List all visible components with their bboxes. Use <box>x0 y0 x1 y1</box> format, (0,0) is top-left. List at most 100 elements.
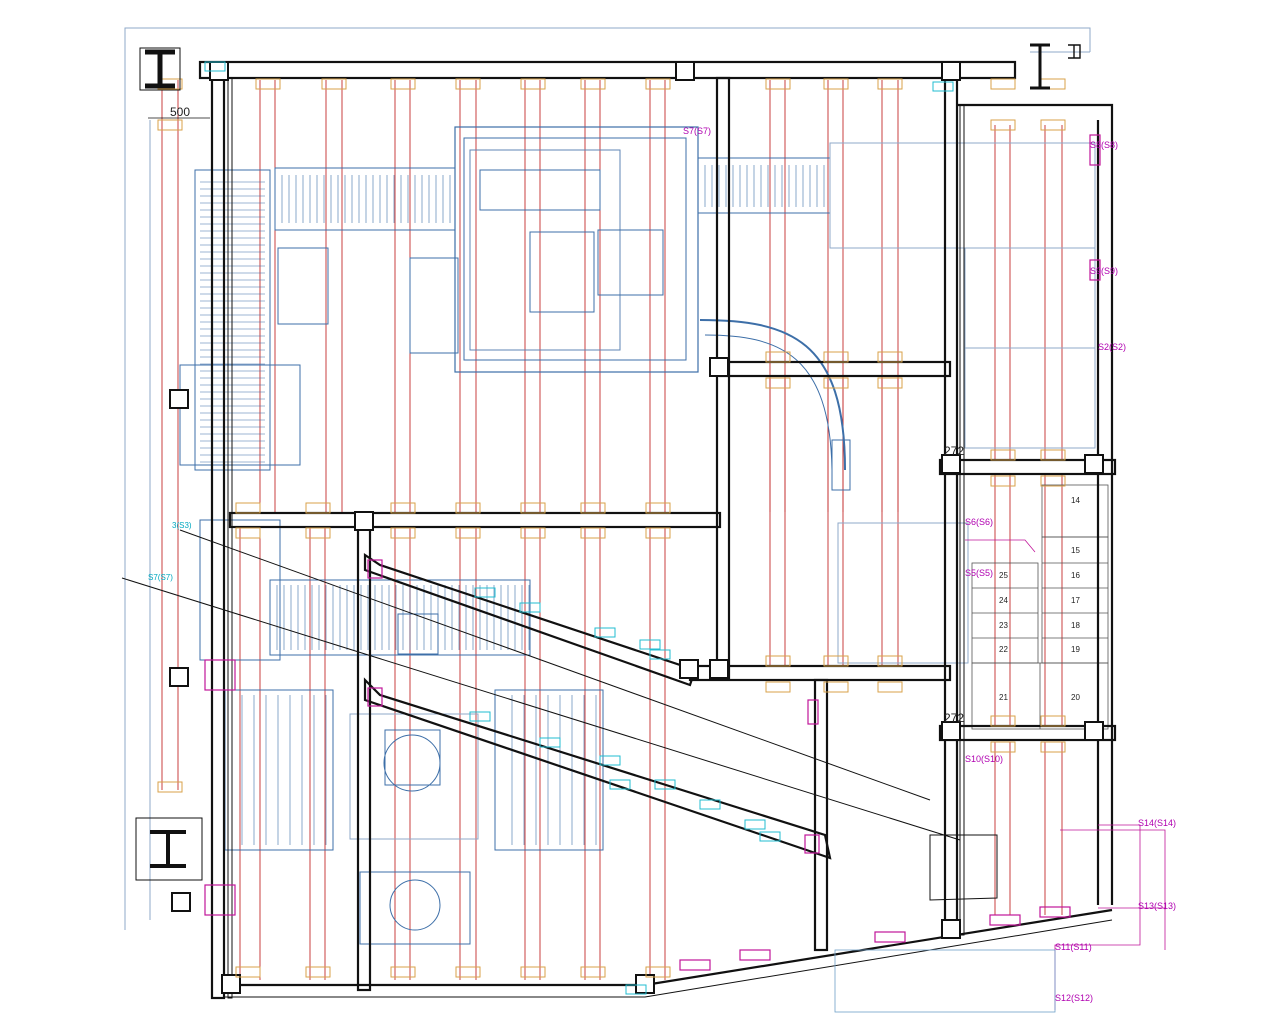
base-plate <box>455 966 481 978</box>
column-node <box>171 892 191 912</box>
support-label: S5(S5) <box>965 568 993 578</box>
steel-beams <box>121 60 1117 1000</box>
base-plate <box>823 681 849 693</box>
h-beam-symbol-icon <box>1030 43 1081 90</box>
slot-number: 16 <box>1071 571 1080 580</box>
column-node <box>941 454 961 474</box>
slot-number: 20 <box>1071 693 1080 702</box>
bracket <box>807 699 819 725</box>
slot-number: 21 <box>999 693 1008 702</box>
cyan-plate <box>932 81 954 92</box>
base-plate <box>390 502 416 514</box>
column-node <box>941 61 961 81</box>
column-node <box>221 974 241 994</box>
slot-numbers: 14 15 16 17 18 19 25 24 23 22 21 20 <box>999 496 1080 702</box>
base-plate <box>455 78 481 90</box>
joist-lines <box>161 80 1063 980</box>
cyan-plate <box>469 711 491 722</box>
slot-number: 24 <box>999 596 1008 605</box>
bracket <box>204 659 236 691</box>
base-plate <box>823 655 849 667</box>
column-node <box>709 357 729 377</box>
support-label: S12(S12) <box>1055 993 1093 1003</box>
column-nodes <box>169 61 1104 994</box>
base-plate <box>877 655 903 667</box>
column-node <box>169 389 189 409</box>
base-plate <box>1040 741 1066 753</box>
column-node <box>354 511 374 531</box>
base-plate <box>520 966 546 978</box>
base-plate <box>765 377 791 389</box>
label-leaders <box>834 824 1166 1013</box>
base-plates <box>157 78 1066 978</box>
base-plate <box>990 715 1016 727</box>
base-plate <box>455 502 481 514</box>
bracket <box>367 559 383 579</box>
base-plate <box>823 351 849 363</box>
column-node <box>635 974 655 994</box>
base-plate <box>823 377 849 389</box>
base-plate <box>990 449 1016 461</box>
cyan-plate <box>539 737 561 748</box>
cyan-plate <box>654 779 676 790</box>
column-node <box>941 919 961 939</box>
cyan-plate <box>519 602 541 613</box>
slot-number: 15 <box>1071 546 1080 555</box>
base-plate <box>235 527 261 539</box>
dimension-label: 500 <box>170 105 190 119</box>
slot-number: 14 <box>1071 496 1080 505</box>
base-plate <box>877 78 903 90</box>
column-node <box>709 659 729 679</box>
base-plate <box>390 966 416 978</box>
h-beam-section-icon <box>135 47 203 881</box>
base-plate <box>877 351 903 363</box>
cyan-plate <box>594 627 616 638</box>
base-plate <box>1040 449 1066 461</box>
support-label: S8(S8) <box>1090 140 1118 150</box>
base-plate <box>235 966 261 978</box>
bracket <box>1039 906 1071 918</box>
support-label: S9(S9) <box>1090 266 1118 276</box>
support-label: S2(S2) <box>1098 342 1126 352</box>
column-node <box>169 667 189 687</box>
slot-number: 19 <box>1071 645 1080 654</box>
base-plate <box>765 351 791 363</box>
bracket <box>367 687 383 707</box>
slot-number: 18 <box>1071 621 1080 630</box>
bracket <box>1089 134 1101 166</box>
base-plate <box>765 78 791 90</box>
cyan-plate <box>599 755 621 766</box>
cyan-labels: S7(S7) 3(S3) <box>148 521 192 582</box>
support-label: S13(S13) <box>1138 901 1176 911</box>
bracket <box>679 959 711 971</box>
column-node <box>941 721 961 741</box>
base-plate <box>255 78 281 90</box>
base-plate <box>390 527 416 539</box>
support-label: S10(S10) <box>965 754 1003 764</box>
base-plate <box>580 966 606 978</box>
cyan-plate <box>759 831 781 842</box>
column-node <box>675 61 695 81</box>
cyan-plate <box>639 639 661 650</box>
base-plate <box>990 78 1016 90</box>
base-plate <box>305 502 331 514</box>
base-plate <box>823 78 849 90</box>
slot-number: 17 <box>1071 596 1080 605</box>
base-plate <box>877 681 903 693</box>
slot-number: 23 <box>999 621 1008 630</box>
base-plate <box>990 741 1016 753</box>
slot-grid <box>965 484 1109 730</box>
cyan-plate <box>699 799 721 810</box>
base-plate <box>765 655 791 667</box>
column-node <box>1084 454 1104 474</box>
cyan-plate <box>474 587 496 598</box>
base-plate <box>990 119 1016 131</box>
base-plate <box>157 781 183 793</box>
base-plate <box>305 966 331 978</box>
bracket <box>804 834 820 854</box>
bracket <box>1089 259 1101 281</box>
bracket <box>874 931 906 943</box>
support-label: S7(S7) <box>683 126 711 136</box>
cyan-label: 3(S3) <box>172 521 192 530</box>
